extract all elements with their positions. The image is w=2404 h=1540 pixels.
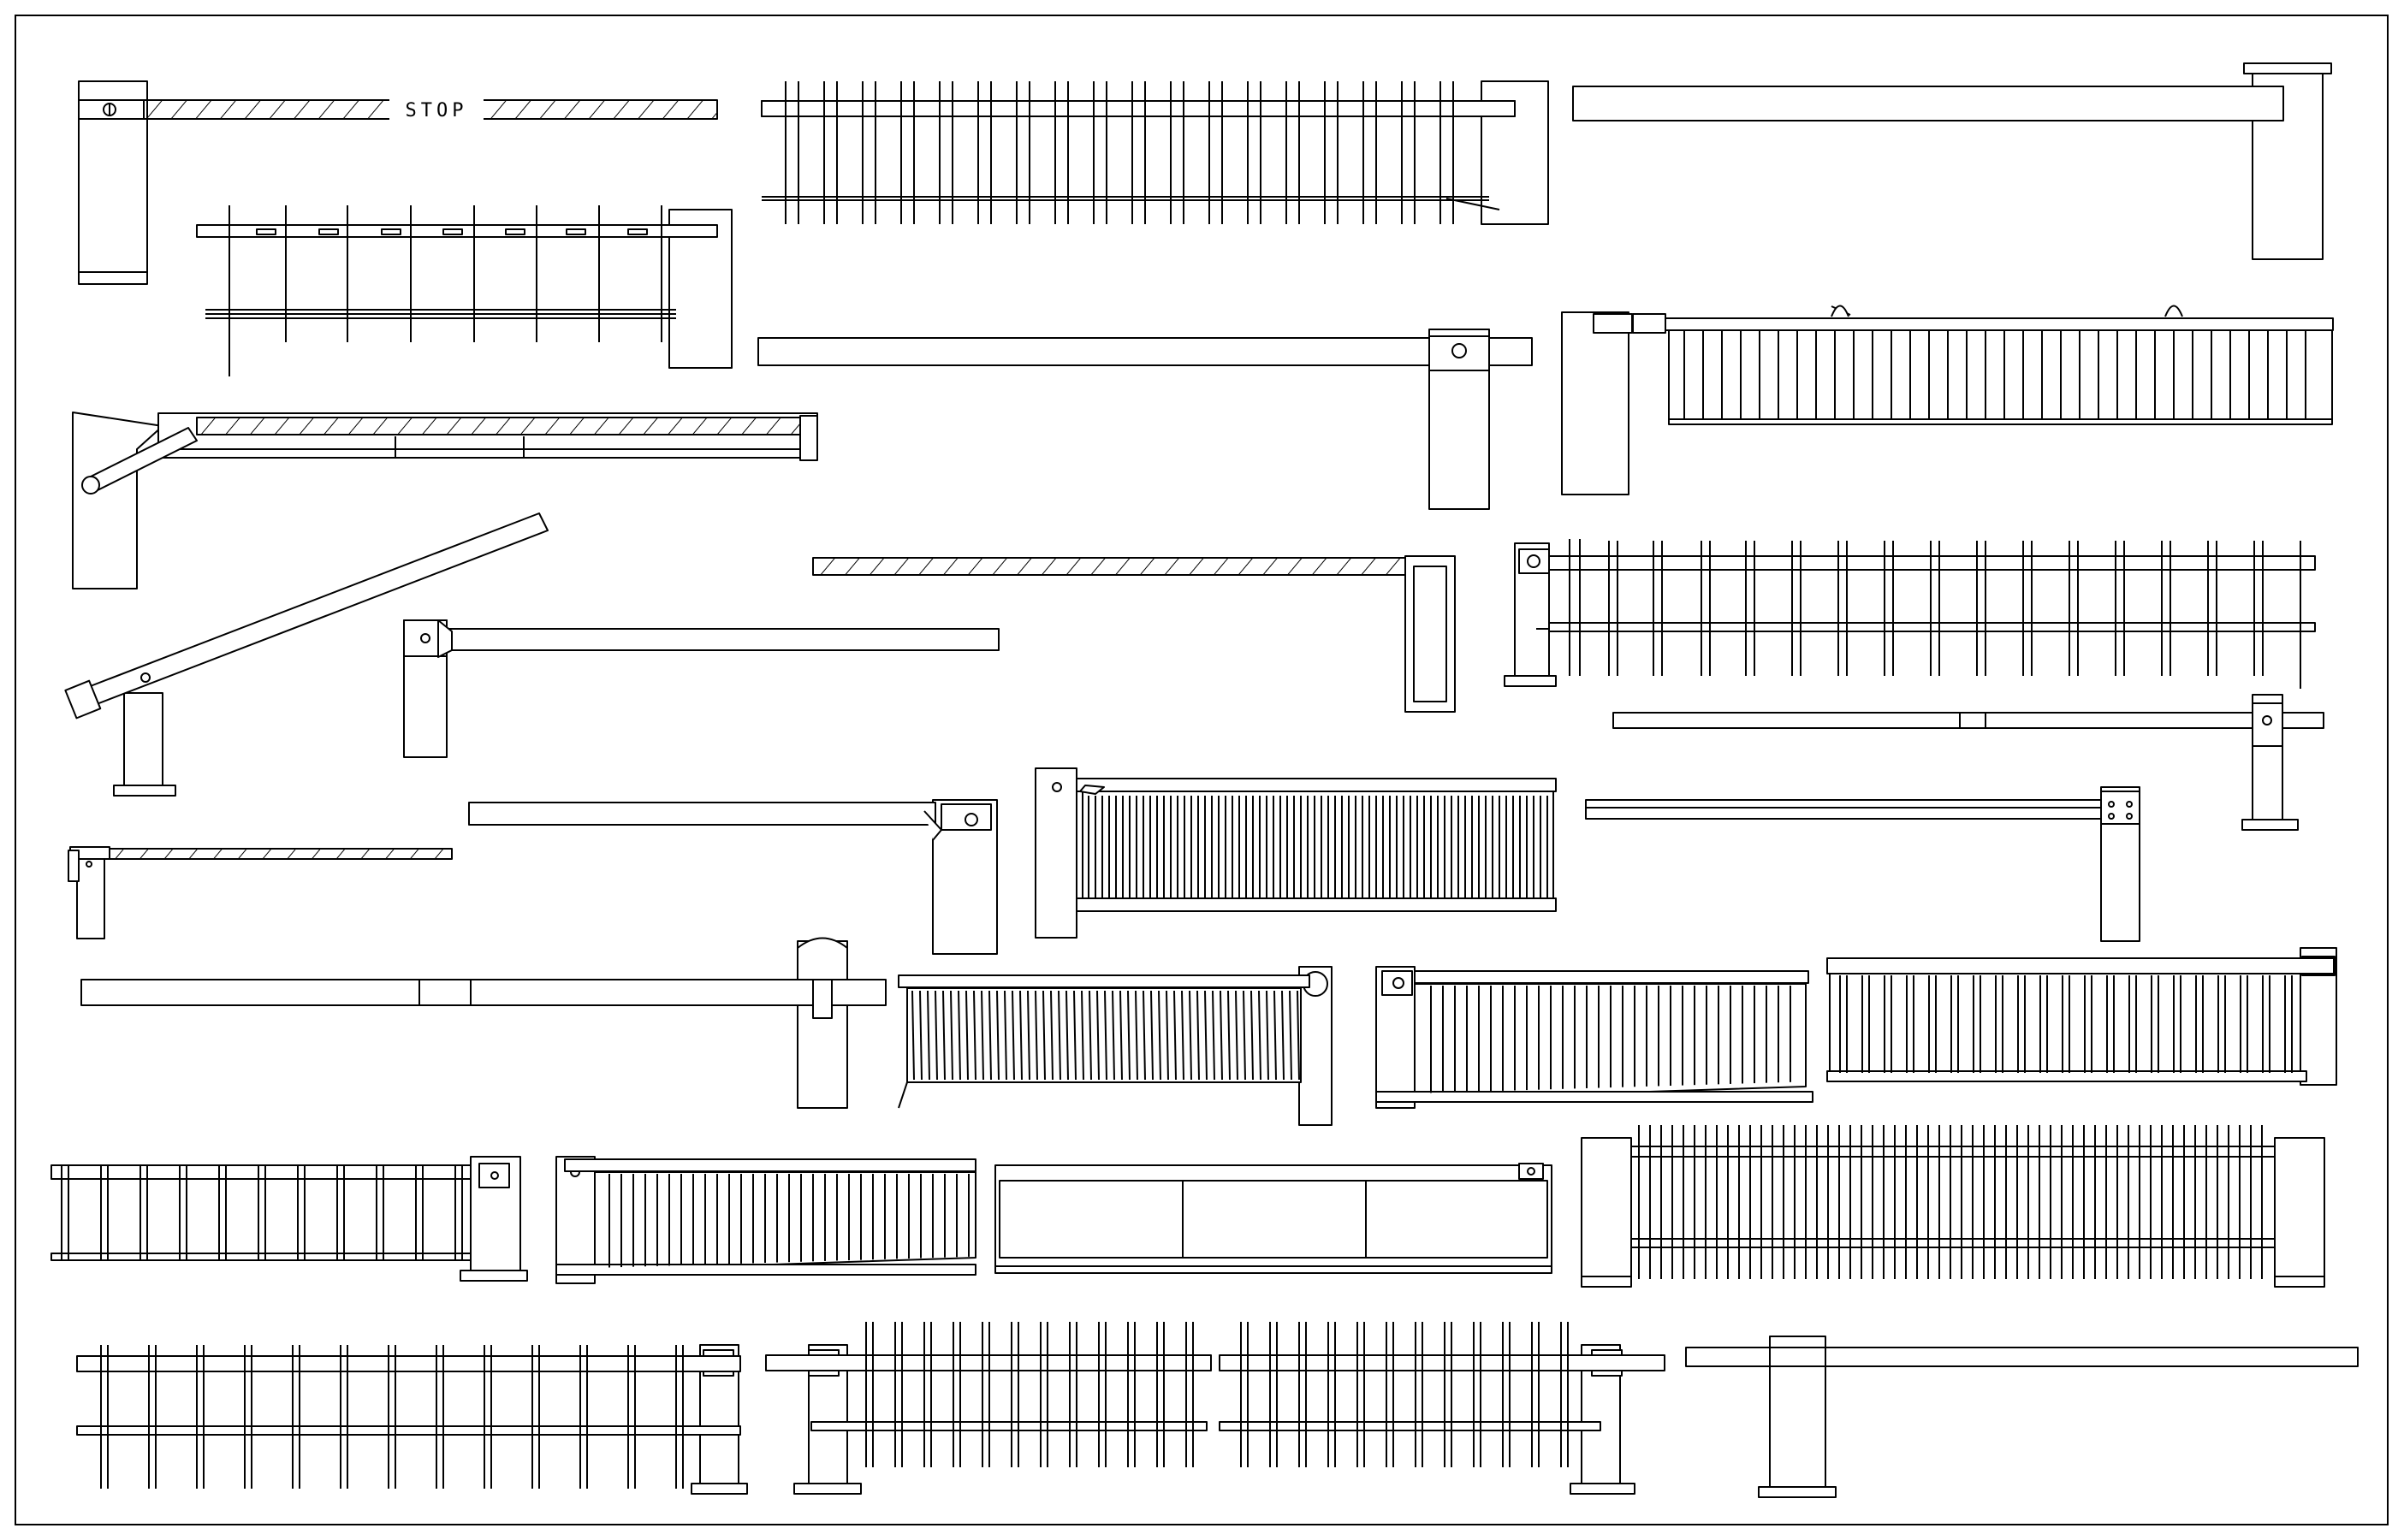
straight-boom-barrier-left-middle	[403, 619, 1000, 758]
picket-fence-barrier-small	[196, 205, 733, 376]
curtain-slat	[1073, 990, 1077, 1081]
curtain-slat	[1027, 990, 1030, 1081]
straight-boom-barrier-middle	[757, 329, 1533, 510]
thin-boom-barrier-right	[1612, 694, 2324, 831]
generated-slats	[61, 796, 2293, 1489]
curtain-slat	[1081, 990, 1084, 1081]
curtain-slat	[1204, 990, 1208, 1081]
folding-fence-barrier-top-right	[1561, 305, 2334, 495]
curtain-slat	[942, 990, 946, 1081]
curtain-slat	[1220, 990, 1223, 1081]
curtain-slat	[981, 990, 984, 1081]
curtain-slat	[1035, 990, 1038, 1081]
curtain-slat	[1166, 990, 1169, 1081]
curtain-slat	[1158, 990, 1161, 1081]
straight-boom-barrier-with-post	[468, 799, 998, 955]
curtain-slat	[1289, 990, 1292, 1081]
curtain-slat	[1189, 990, 1192, 1081]
curtain-slat	[950, 990, 953, 1081]
long-boom-barrier-tall-post	[80, 937, 887, 1109]
curtain-slat	[1258, 990, 1261, 1081]
curtain-slat	[1235, 990, 1238, 1081]
sheet-border	[15, 15, 2389, 1525]
curtain-slat	[1143, 990, 1146, 1081]
curtain-slat	[1181, 990, 1184, 1081]
picket-barrier-bottom-left	[76, 1344, 748, 1495]
curtain-slat	[1196, 990, 1200, 1081]
curtain-slat	[1058, 990, 1061, 1081]
small-hatched-barrier	[68, 846, 453, 939]
folding-curtain-barrier-center	[1035, 767, 1557, 939]
curtain-slat	[935, 990, 938, 1081]
picket-fence-barrier-right-middle	[1504, 539, 2316, 689]
straight-boom-barrier-bottom-right	[1685, 1336, 2359, 1498]
hatched-boom-barrier-center	[812, 555, 1456, 713]
curtain-slat	[1104, 990, 1107, 1081]
curtain-slat	[1089, 990, 1092, 1081]
curtain-slat	[1173, 990, 1177, 1081]
angled-curtain-barrier-center-right	[1375, 966, 1813, 1109]
curtain-slat	[973, 990, 976, 1081]
curtain-slat	[1150, 990, 1154, 1081]
curtain-slat	[1227, 990, 1231, 1081]
curtain-slat	[1135, 990, 1138, 1081]
curtain-slat	[1112, 990, 1115, 1081]
long-boom-barrier-right-center	[1585, 786, 2140, 942]
picket-barrier-bottom-center-right	[1219, 1344, 1665, 1495]
picket-barrier-lower-left	[50, 1156, 528, 1282]
curtain-slat	[1127, 990, 1131, 1081]
curtain-slat	[1119, 990, 1123, 1081]
curtain-barrier-with-pivot	[898, 966, 1333, 1126]
curtain-slat	[965, 990, 969, 1081]
curtain-slat	[1065, 990, 1069, 1081]
curtain-slat	[1096, 990, 1100, 1081]
angled-curtain-barrier-lower	[555, 1156, 976, 1284]
curtain-slat	[1243, 990, 1246, 1081]
curtain-slat	[988, 990, 992, 1081]
stop-label: STOP	[406, 100, 468, 121]
stop-barrier-gate: STOP	[78, 80, 718, 285]
curtain-slat	[1212, 990, 1215, 1081]
curtain-slat	[1050, 990, 1054, 1081]
three-panel-barrier	[994, 1163, 1552, 1274]
picket-fence-barrier-large	[761, 80, 1549, 225]
curtain-slat	[919, 990, 923, 1081]
curtain-slat	[1019, 990, 1023, 1081]
curtain-slat	[1266, 990, 1269, 1081]
curtain-slat	[1250, 990, 1254, 1081]
curtain-slat	[1004, 990, 1007, 1081]
dense-picket-gate	[1581, 1137, 2325, 1288]
curtain-slat	[1297, 990, 1300, 1081]
curtain-slat	[958, 990, 961, 1081]
raised-arm-barrier	[64, 512, 549, 797]
curtain-slat	[1042, 990, 1046, 1081]
hatched-arm-barrier-angled-mount	[72, 412, 818, 589]
curtain-barrier-right-end	[1826, 947, 2337, 1086]
curtain-slat	[996, 990, 1000, 1081]
curtain-slat	[1012, 990, 1015, 1081]
curtain-slat	[1273, 990, 1277, 1081]
curtain-slat	[911, 990, 915, 1081]
straight-boom-barrier-top-right	[1572, 62, 2332, 260]
curtain-slat	[927, 990, 930, 1081]
curtain-slat	[1281, 990, 1285, 1081]
